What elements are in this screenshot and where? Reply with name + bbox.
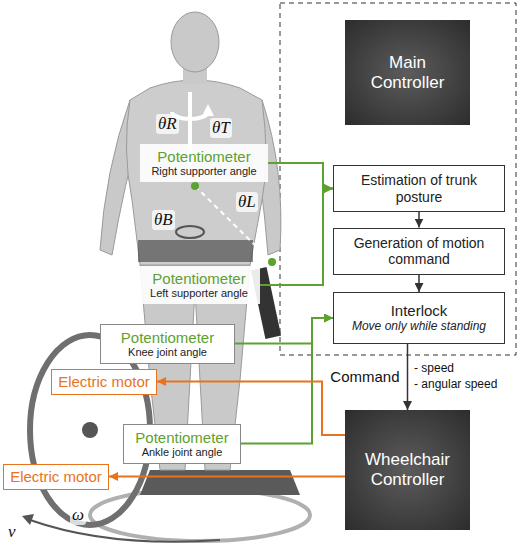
angle-symbol: θT xyxy=(210,118,232,138)
platform xyxy=(140,470,300,495)
sensor-label: PotentiometerLeft supporter angle xyxy=(138,266,260,304)
arrow-head xyxy=(202,104,214,116)
angle-symbol: θB xyxy=(152,210,175,230)
node-subtitle: Right supporter angle xyxy=(151,165,256,178)
head xyxy=(171,12,219,72)
angle-symbol: θR xyxy=(156,114,179,134)
rotation-arrow xyxy=(176,226,204,238)
sensor-dot xyxy=(191,182,199,190)
edge-label: Command xyxy=(328,368,401,385)
controller-box: Main Controller xyxy=(345,20,470,125)
node-title: Potentiometer xyxy=(121,329,214,346)
controller-frame xyxy=(280,3,516,355)
controller-box: Wheelchair Controller xyxy=(345,410,470,530)
connector xyxy=(235,318,333,344)
node-title: Potentiometer xyxy=(135,429,228,446)
sensor-label: PotentiometerRight supporter angle xyxy=(140,144,268,182)
process-box: Estimation of trunk posture xyxy=(333,165,505,212)
node-subtitle: Ankle joint angle xyxy=(142,446,223,459)
connector xyxy=(407,344,409,410)
sensor-label: PotentiometerAnkle joint angle xyxy=(123,424,241,464)
sensor-dot xyxy=(268,258,276,266)
node-title: Wheelchair Controller xyxy=(353,450,462,489)
command-item: - speed xyxy=(414,362,454,376)
process-box: Generation of motion command xyxy=(333,228,505,275)
node-title: Potentiometer xyxy=(152,270,245,287)
node-subtitle: Move only while standing xyxy=(352,320,486,334)
connector xyxy=(418,212,420,228)
node-title: Estimation of trunk posture xyxy=(342,172,496,204)
node-title: Interlock xyxy=(391,302,448,319)
angle-symbol: ω xyxy=(70,505,86,525)
wheel-hub xyxy=(82,422,98,438)
belt xyxy=(138,240,253,262)
connector xyxy=(418,275,420,293)
motor-label: Electric motor xyxy=(51,369,157,395)
angle-symbol: θL xyxy=(236,192,258,212)
command-item: - angular speed xyxy=(414,378,497,392)
angle-symbol: ν xyxy=(6,522,18,542)
connector xyxy=(109,476,345,478)
hip-axis xyxy=(195,186,272,262)
node-subtitle: Left supporter angle xyxy=(150,287,248,300)
arrow-head xyxy=(22,514,34,525)
connector xyxy=(260,189,333,286)
node-title: Generation of motion command xyxy=(342,235,496,267)
node-title: Electric motor xyxy=(58,373,150,390)
sensor-label: PotentiometerKnee joint angle xyxy=(100,324,235,364)
process-box: InterlockMove only while standing xyxy=(333,292,505,344)
node-title: Potentiometer xyxy=(157,148,250,165)
node-title: Main Controller xyxy=(353,53,462,92)
node-title: Electric motor xyxy=(10,468,102,485)
motion-arc xyxy=(30,520,220,542)
wheel xyxy=(90,489,310,541)
motor-label: Electric motor xyxy=(3,464,109,490)
node-subtitle: Knee joint angle xyxy=(128,346,207,359)
connector xyxy=(268,163,333,189)
